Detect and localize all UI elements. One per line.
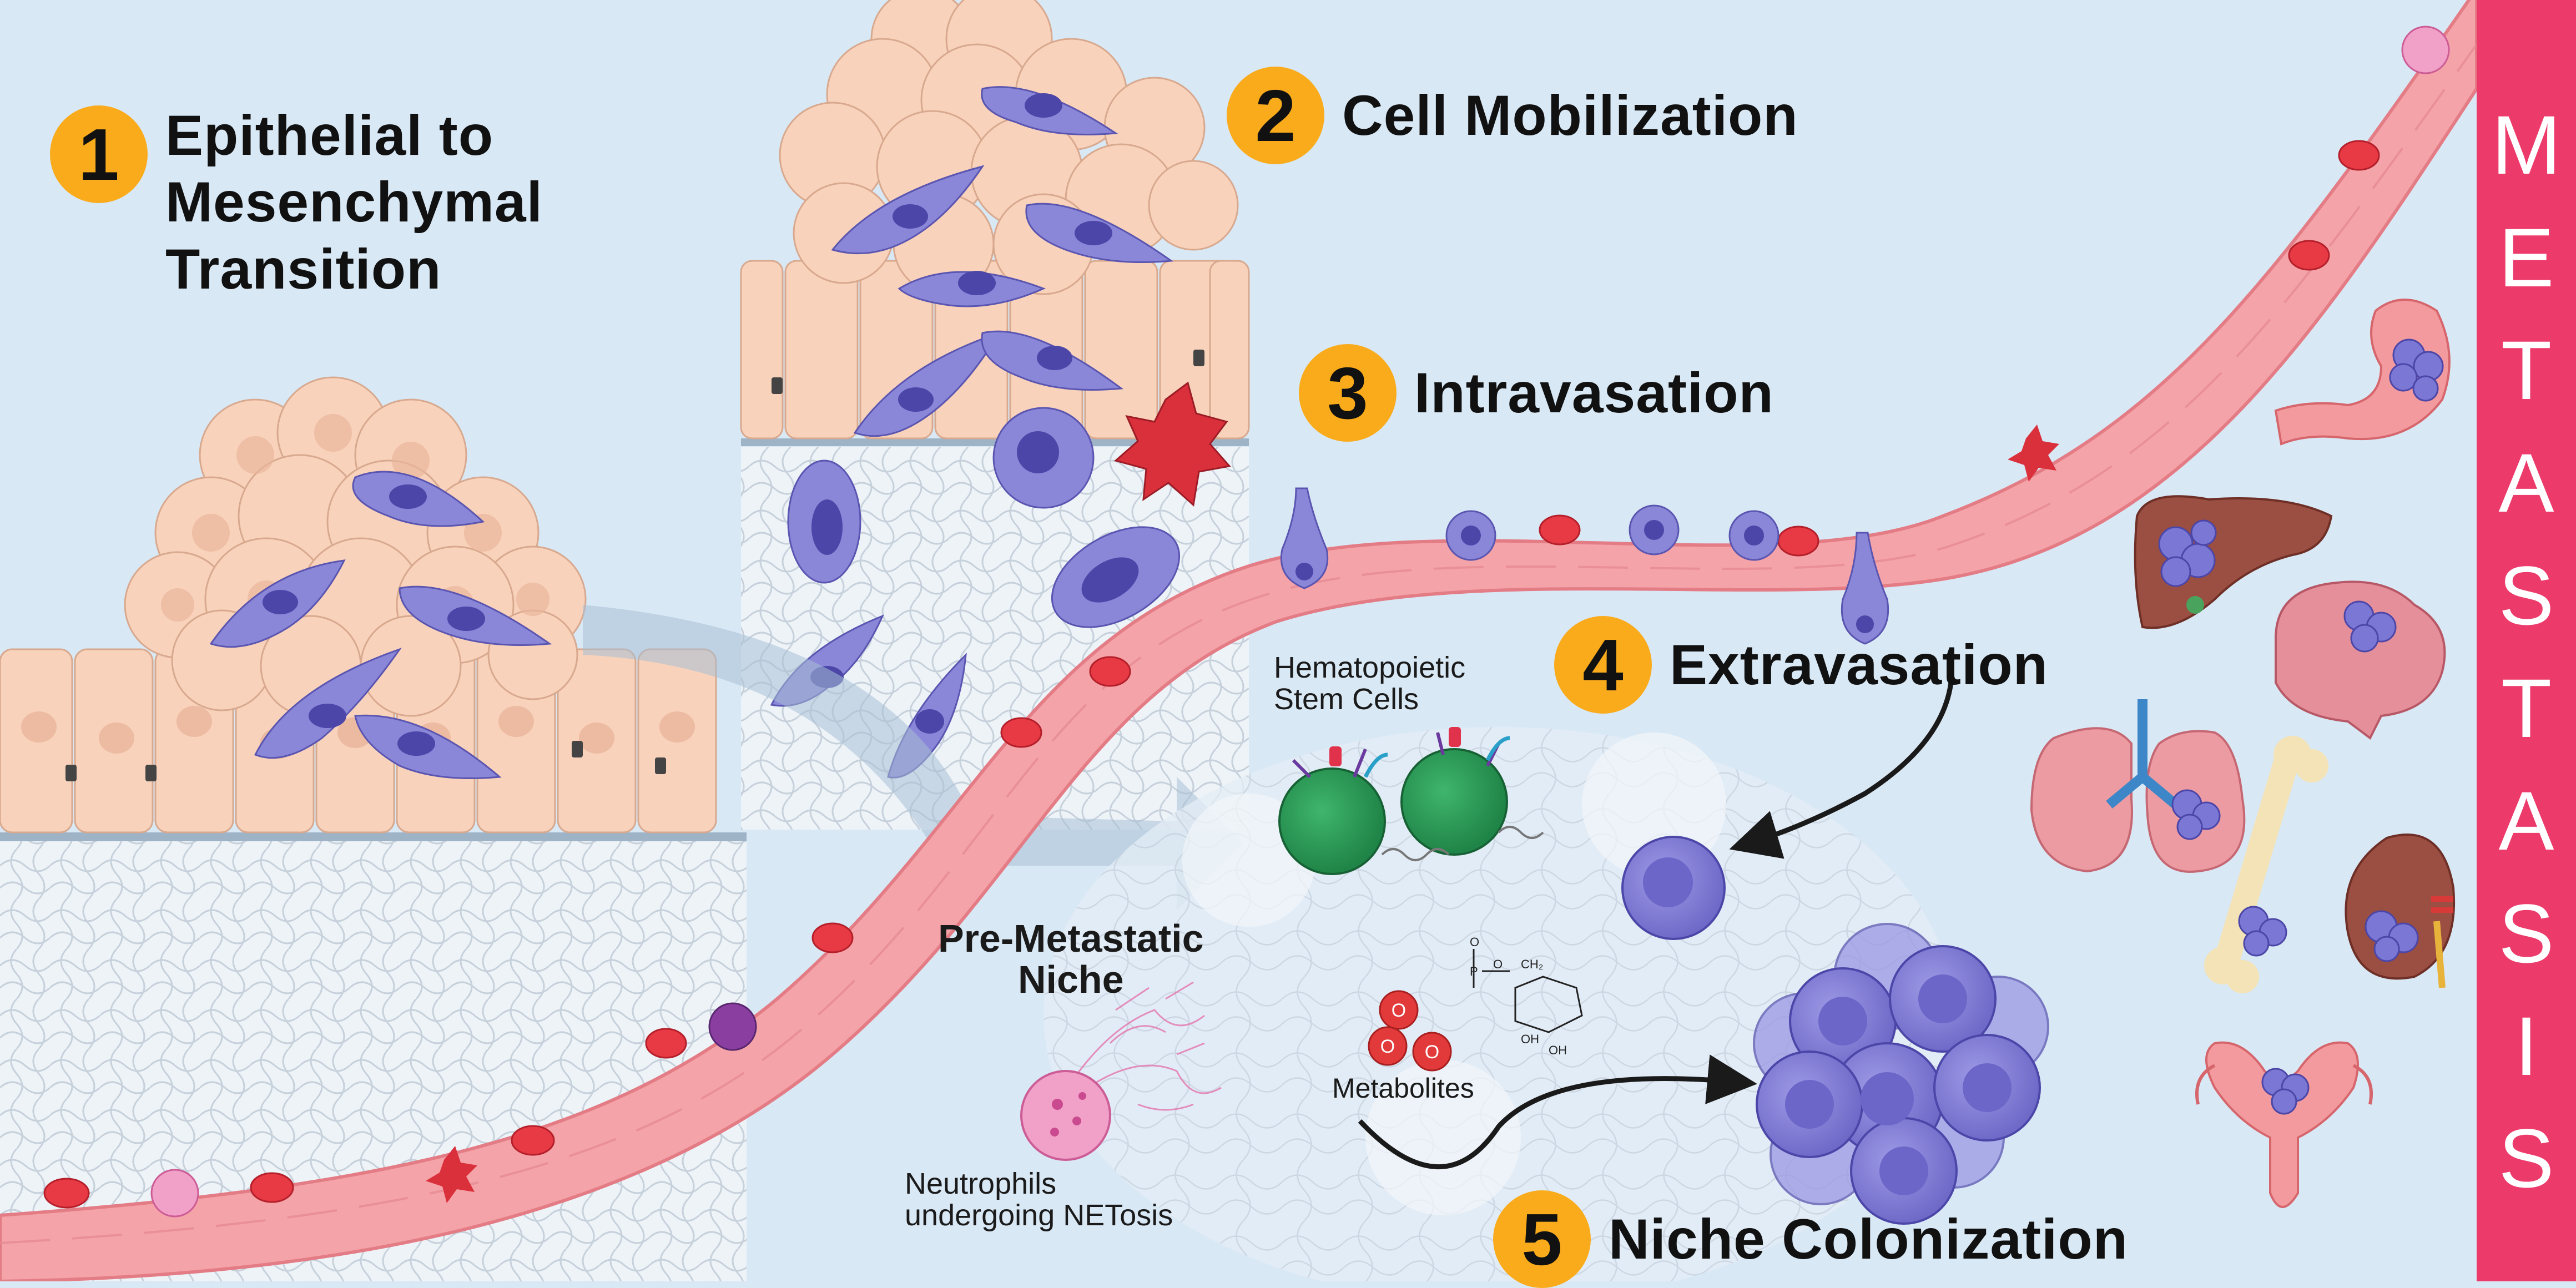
step-2-badge: 2 <box>1227 67 1324 164</box>
step-5-title: Niche Colonization <box>1609 1207 2128 1271</box>
colonization-arrow <box>1358 1054 1757 1170</box>
sidebar-letter: S <box>2498 1112 2554 1205</box>
metabolite-molecules: O O O O P O CH₂ OH OH <box>1368 935 1583 1072</box>
metabolite-o-3: O <box>1425 1042 1439 1063</box>
chem-ch2: CH₂ <box>1521 957 1543 971</box>
metabolite-o-1: O <box>1392 1000 1406 1021</box>
step-3-title: Intravasation <box>1414 361 1774 425</box>
extravasation-arrow <box>1729 682 1954 859</box>
sidebar-letter: E <box>2498 211 2554 305</box>
step-4-badge: 4 <box>1554 616 1652 714</box>
brain-icon <box>2275 580 2446 740</box>
sidebar-letter: A <box>2498 436 2554 530</box>
step-2: 2 Cell Mobilization <box>1227 67 1798 164</box>
sidebar-letter: T <box>2501 661 2552 755</box>
niche-label: Pre-Metastatic Niche <box>938 917 1204 1001</box>
step-1: 1 Epithelial to Mesenchymal Transition <box>50 104 543 302</box>
hematopoietic-stem-cells <box>1278 727 1544 875</box>
step-1-title: Epithelial to Mesenchymal Transition <box>165 104 543 301</box>
hsc-label: Hematopoietic Stem Cells <box>1274 651 1466 716</box>
chem-o: O <box>1493 957 1503 971</box>
step-3-badge: 3 <box>1299 344 1397 442</box>
sidebar-letter: S <box>2498 886 2554 980</box>
kidney-icon <box>2345 834 2456 988</box>
sidebar-letter: S <box>2498 549 2554 642</box>
step-4: 4 Extravasation <box>1554 616 2048 714</box>
chem-p: P <box>1470 964 1478 978</box>
chem-o-top: O <box>1470 935 1479 949</box>
red-blood-cells <box>43 140 2380 1209</box>
step-5-badge: 5 <box>1493 1190 1591 1288</box>
liver-icon <box>2134 495 2333 629</box>
niche-ecm <box>1043 727 1954 1281</box>
chem-oh-2: OH <box>1549 1043 1567 1057</box>
neutrophil-netosis <box>1020 981 1222 1161</box>
metabolite-o-2: O <box>1380 1036 1395 1057</box>
step-2-title: Cell Mobilization <box>1342 83 1798 147</box>
step-1-badge: 1 <box>50 105 148 203</box>
sidebar-letter: T <box>2501 324 2552 417</box>
step-4-title: Extravasation <box>1670 633 2048 696</box>
lungs-icon <box>2030 699 2246 873</box>
tumor-colony <box>1753 923 2049 1225</box>
neutrophils-label: Neutrophils undergoing NETosis <box>905 1167 1173 1232</box>
sidebar-letter: I <box>2514 999 2538 1093</box>
progression-arrow <box>583 605 1243 910</box>
step-5: 5 Niche Colonization <box>1493 1190 2128 1288</box>
metastasis-sidebar: M E T A S T A S I S <box>2477 0 2576 1281</box>
uterus-icon <box>2195 1041 2373 1208</box>
bone-icon <box>2204 736 2328 993</box>
tissue-panel-2 <box>740 0 1250 830</box>
step-3: 3 Intravasation <box>1299 344 1774 442</box>
metabolites-label: Metabolites <box>1332 1073 1474 1104</box>
epithelium-panel-1 <box>0 376 747 1281</box>
platelet-cell <box>1113 381 1231 507</box>
sidebar-letter: M <box>2492 98 2561 192</box>
junction-icons <box>65 741 666 781</box>
sidebar-letter: A <box>2498 774 2554 867</box>
stomach-icon <box>2274 299 2451 446</box>
chem-oh-1: OH <box>1521 1032 1539 1046</box>
circulating-tumor-cells <box>1280 487 1889 645</box>
